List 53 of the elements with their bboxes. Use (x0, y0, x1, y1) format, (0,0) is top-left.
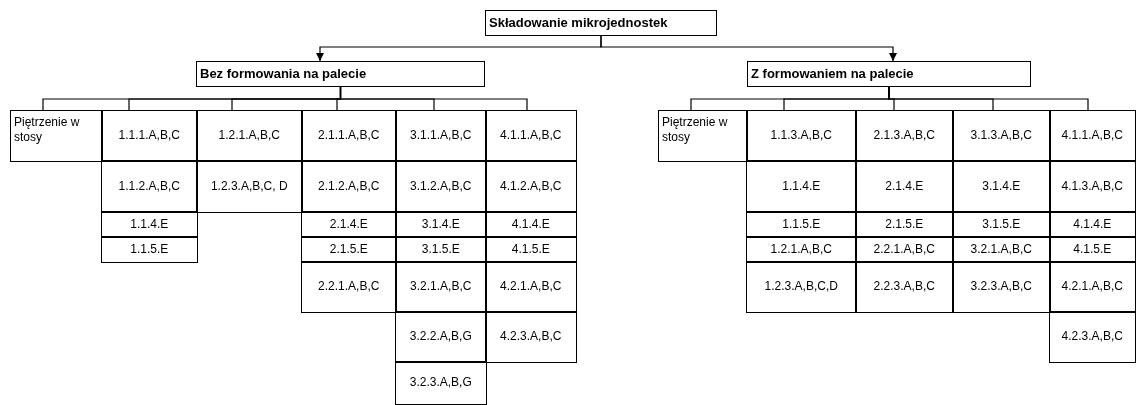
table-cell: 1.1.3.A,B,C (746, 110, 857, 162)
table-cell: 1.1.1.A,B,C (101, 110, 198, 162)
table-cell: 3.1.2.A,B,C (395, 160, 487, 213)
table-cell: 2.1.5.E (301, 236, 397, 263)
table-cell: 4.1.1.A,B,C (1049, 110, 1136, 162)
table-cell: 1.2.3.A,B,C,D (746, 261, 857, 313)
table-cell: 2.1.4.E (855, 160, 954, 213)
table-cell: 4.2.1.A,B,C (1049, 261, 1136, 313)
table-cell: 4.1.3.A,B,C (1049, 160, 1136, 213)
table-cell: 3.2.1.A,B,C (395, 261, 487, 313)
table-cell: 1.1.5.E (101, 236, 198, 263)
table-cell: 1.2.1.A,B,C (196, 110, 303, 162)
table-cell: 3.1.4.E (395, 211, 487, 238)
connector-line (888, 86, 1089, 111)
category-box: Z formowaniem na palecie (747, 61, 1031, 87)
table-cell: 1.1.5.E (746, 211, 857, 238)
table-cell: 4.2.3.A,B,C (1049, 311, 1136, 363)
table-cell: 4.1.4.E (485, 211, 577, 238)
table-cell: 4.1.1.A,B,C (485, 110, 577, 162)
table-cell: 3.2.3.A,B,G (395, 361, 487, 405)
category-box: Składowanie mikrojednostek (485, 10, 717, 36)
row-header-cell: Piętrzenie w stosy (10, 110, 103, 162)
category-box: Bez formowania na palecie (196, 61, 485, 87)
row-header-cell: Piętrzenie w stosy (658, 110, 748, 162)
table-cell: 3.2.3.A,B,C (952, 261, 1051, 313)
table-cell: 2.2.3.A,B,C (855, 261, 954, 313)
table-cell: 2.2.1.A,B,C (301, 261, 397, 313)
table-cell: 4.1.5.E (1049, 236, 1136, 263)
table-cell: 4.1.4.E (1049, 211, 1136, 238)
connector-line (339, 86, 528, 111)
table-cell: 4.1.5.E (485, 236, 577, 263)
table-cell: 3.1.4.E (952, 160, 1051, 213)
table-cell: 2.1.2.A,B,C (301, 160, 397, 213)
table-cell: 2.2.1.A,B,C (855, 236, 954, 263)
table-cell: 2.1.3.A,B,C (855, 110, 954, 162)
table-cell: 2.1.4.E (301, 211, 397, 238)
table-cell: 4.2.1.A,B,C (485, 261, 577, 313)
table-cell: 3.2.1.A,B,C (952, 236, 1051, 263)
table-cell: 3.1.3.A,B,C (952, 110, 1051, 162)
table-cell: 3.1.5.E (395, 236, 487, 263)
table-cell: 1.1.4.E (101, 211, 198, 238)
table-cell: 1.1.2.A,B,C (101, 160, 198, 213)
arrow (600, 35, 897, 62)
table-cell: 2.1.1.A,B,C (301, 110, 397, 162)
table-cell: 4.2.3.A,B,C (485, 311, 577, 363)
table-cell: 1.2.3.A,B,C, D (196, 160, 303, 213)
table-cell: 1.1.4.E (746, 160, 857, 213)
table-cell: 4.1.2.A,B,C (485, 160, 577, 213)
table-cell: 1.2.1.A,B,C (746, 236, 857, 263)
table-cell: 2.1.5.E (855, 211, 954, 238)
table-cell: 3.1.5.E (952, 211, 1051, 238)
table-cell: 3.1.1.A,B,C (395, 110, 487, 162)
table-cell: 3.2.2.A,B,G (395, 311, 487, 363)
